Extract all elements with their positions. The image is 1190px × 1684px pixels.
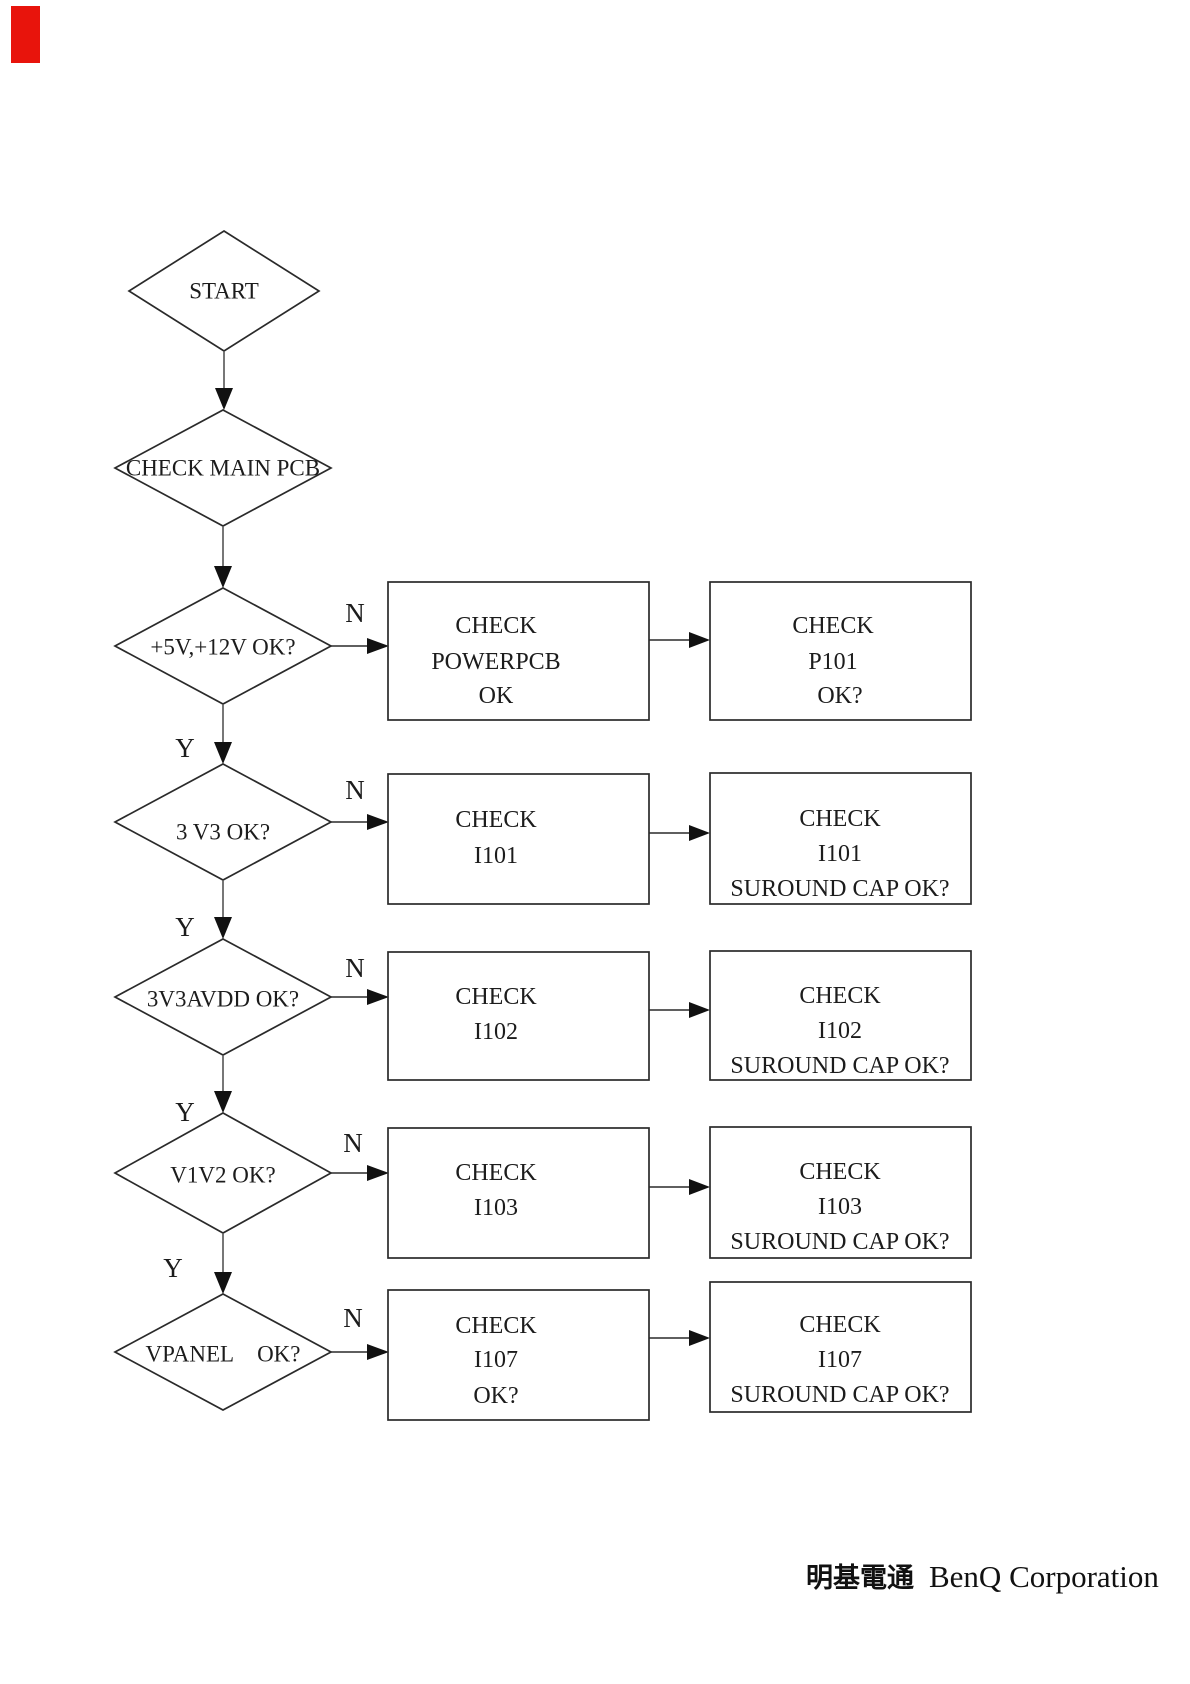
arrowhead-down-2 [214, 566, 232, 588]
diamond-vpanel-ok-label: VPANEL OK? [145, 1342, 300, 1367]
branch-label-no-3: N [345, 953, 365, 983]
box-check-powerpcb-line3: OK [479, 683, 514, 709]
box-check-p101-line3: OK? [817, 683, 862, 709]
box-check-p101-line1: CHECK [792, 613, 874, 639]
footer-company-en: BenQ Corporation [929, 1559, 1159, 1594]
box-check-i102 [387, 951, 650, 1081]
branch-label-no-2: N [345, 775, 365, 805]
diamond-check-main-pcb-label: CHECK MAIN PCB [126, 456, 320, 481]
box-check-i107-line2: I107 [474, 1347, 518, 1373]
diamond-5v-12v-ok-label: +5V,+12V OK? [150, 635, 295, 660]
arrowhead-n-row3 [367, 989, 389, 1005]
box-check-i102-suround-line2: I102 [818, 1018, 862, 1044]
branch-label-no-4: N [343, 1128, 363, 1158]
arrowhead-box-row3 [689, 1002, 710, 1018]
box-check-i103-suround-line2: I103 [818, 1194, 862, 1220]
branch-label-yes-1: Y [175, 733, 195, 763]
arrowhead-box-row5 [689, 1330, 710, 1346]
branch-label-yes-3: Y [175, 1097, 195, 1127]
box-check-p101 [709, 581, 972, 721]
arrowhead-n-row5 [367, 1344, 389, 1360]
box-check-i107-suround-cap [709, 1281, 972, 1413]
box-check-i103-line2: I103 [474, 1195, 518, 1221]
box-check-i107 [387, 1289, 650, 1421]
arrowhead-down-1 [215, 388, 233, 410]
diamond-v1v2-ok-label: V1V2 OK? [170, 1163, 275, 1188]
arrowhead-down-4 [214, 917, 232, 939]
box-check-i102-line2: I102 [474, 1019, 518, 1045]
box-check-i107-line1: CHECK [455, 1313, 537, 1339]
footer-brand: 明基電通 BenQ Corporation [806, 1556, 1159, 1595]
box-check-i107-suround-line2: I107 [818, 1347, 862, 1373]
footer-company-cjk: 明基電通 [806, 1563, 914, 1594]
arrowhead-box-row4 [689, 1179, 710, 1195]
arrowhead-down-3 [214, 742, 232, 764]
box-check-i101-suround-cap [709, 772, 972, 905]
box-check-i101-suround-line2: I101 [818, 841, 862, 867]
arrowhead-box-row1 [689, 632, 710, 648]
diamond-3v3-ok-label: 3 V3 OK? [176, 820, 270, 845]
box-check-i101-line2: I101 [474, 843, 518, 869]
arrowhead-n-row2 [367, 814, 389, 830]
diamond-vpanel-ok [113, 1293, 333, 1411]
box-check-i102-suround-cap [709, 950, 972, 1081]
box-check-i103-suround-line3: SUROUND CAP OK? [730, 1229, 949, 1255]
box-check-i103-suround-cap [709, 1126, 972, 1259]
box-check-i101-suround-line3: SUROUND CAP OK? [730, 876, 949, 902]
arrowhead-down-5 [214, 1091, 232, 1113]
diamond-start-label: START [189, 279, 259, 304]
branch-label-no-5: N [343, 1303, 363, 1333]
box-check-i103 [387, 1127, 650, 1259]
box-check-i102-suround-line1: CHECK [799, 983, 881, 1009]
box-check-i107-suround-line1: CHECK [799, 1312, 881, 1338]
red-corner-mark [11, 6, 40, 63]
box-check-powerpcb-line2: POWERPCB [431, 649, 560, 675]
box-check-i103-suround-line1: CHECK [799, 1159, 881, 1185]
box-check-i102-suround-line3: SUROUND CAP OK? [730, 1053, 949, 1079]
box-check-i101-line1: CHECK [455, 807, 537, 833]
box-check-i107-line3: OK? [473, 1383, 518, 1409]
branch-label-no-1: N [345, 598, 365, 628]
box-check-i103-line1: CHECK [455, 1160, 537, 1186]
box-check-powerpcb [387, 581, 650, 721]
arrowhead-n-row4 [367, 1165, 389, 1181]
branch-label-yes-4: Y [163, 1253, 183, 1283]
box-check-i107-suround-line3: SUROUND CAP OK? [730, 1382, 949, 1408]
box-check-p101-line2: P101 [808, 649, 857, 675]
box-check-i101 [387, 773, 650, 905]
box-check-powerpcb-line1: CHECK [455, 613, 537, 639]
arrowhead-down-6 [214, 1272, 232, 1294]
arrowhead-box-row2 [689, 825, 710, 841]
branch-label-yes-2: Y [175, 912, 195, 942]
arrowhead-n-row1 [367, 638, 389, 654]
box-check-i101-suround-line1: CHECK [799, 806, 881, 832]
box-check-i102-line1: CHECK [455, 984, 537, 1010]
diamond-3v3avdd-ok-label: 3V3AVDD OK? [147, 987, 299, 1012]
